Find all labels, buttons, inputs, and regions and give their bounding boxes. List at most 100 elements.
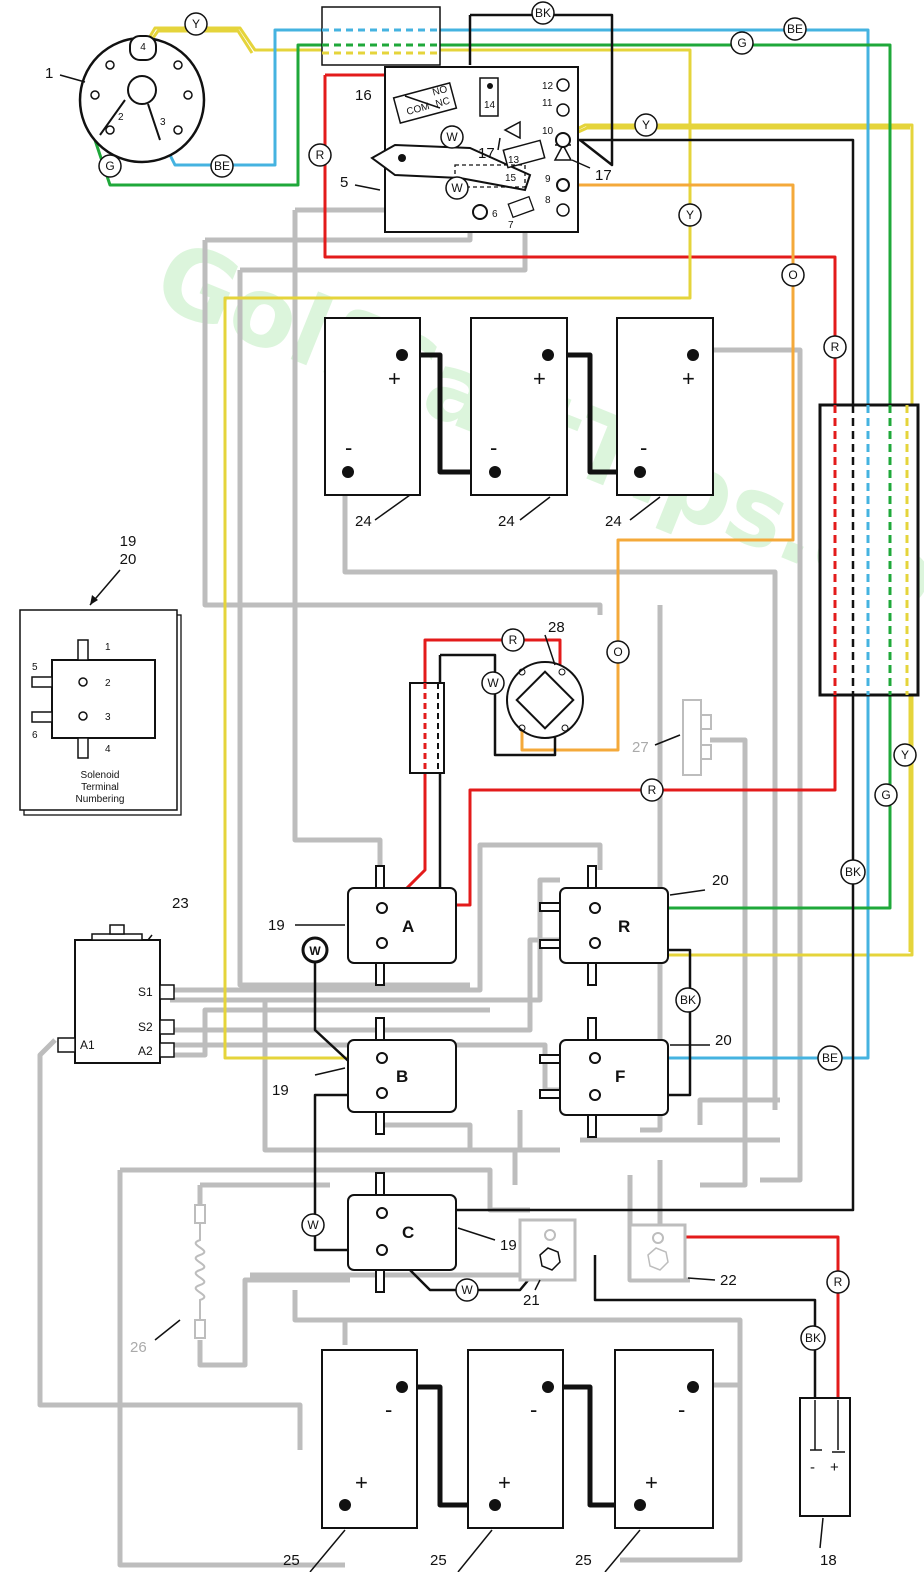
battery-posts xyxy=(339,349,699,1511)
svg-text:W: W xyxy=(487,676,499,690)
solenoid-c-label: C xyxy=(402,1223,414,1242)
callout-24a: 24 xyxy=(355,513,372,530)
callout-arrows xyxy=(59,74,824,1572)
terminal-7: 7 xyxy=(508,220,514,231)
key-switch-28 xyxy=(506,661,584,739)
callout-19c: 19 xyxy=(500,1237,517,1254)
charge-plug-18: - + xyxy=(799,1397,851,1517)
orange-wires xyxy=(520,183,795,752)
svg-text:Y: Y xyxy=(901,748,909,762)
switch-box: COM NO NC 14 13 15 12 11 10 9 8 6 7 xyxy=(370,66,579,233)
callout-16: 16 xyxy=(355,87,372,104)
top-connector xyxy=(321,6,441,66)
terminal-15: 15 xyxy=(505,173,517,184)
legend-term-4: 4 xyxy=(105,744,111,755)
svg-text:+: + xyxy=(533,366,546,391)
legend-card: 1 2 3 4 5 6 Solenoid Terminal Numbering xyxy=(19,609,182,816)
legend-term-3: 3 xyxy=(105,712,111,723)
svg-text:O: O xyxy=(613,645,622,659)
component-22 xyxy=(628,1223,687,1282)
svg-text:R: R xyxy=(509,633,518,647)
motor-a2: A2 xyxy=(138,1044,153,1058)
callout-19b: 19 xyxy=(272,1082,289,1099)
svg-text:BE: BE xyxy=(822,1051,838,1065)
terminal-10: 10 xyxy=(542,126,554,137)
callout-28: 28 xyxy=(548,619,565,636)
callout-25a: 25 xyxy=(283,1552,300,1569)
blue-wires xyxy=(163,28,870,1060)
svg-text:BK: BK xyxy=(805,1331,821,1345)
svg-text:Y: Y xyxy=(642,118,650,132)
svg-text:+: + xyxy=(388,366,401,391)
svg-text:-: - xyxy=(345,435,352,460)
legend-title-1: Solenoid xyxy=(81,770,120,781)
svg-text:R: R xyxy=(834,1275,843,1289)
svg-text:R: R xyxy=(831,340,840,354)
callout-27: 27 xyxy=(632,739,649,756)
callout-22: 22 xyxy=(720,1272,737,1289)
motor: S1 S2 A2 A1 xyxy=(57,924,175,1064)
terminal-6: 6 xyxy=(492,209,498,220)
svg-text:O: O xyxy=(788,268,797,282)
plug-plus: + xyxy=(830,1459,839,1476)
battery-signs: + - + - + - - + - + - + xyxy=(345,366,695,1495)
solenoid-f-label: F xyxy=(615,1067,625,1086)
svg-text:Y: Y xyxy=(192,17,200,31)
callout-17b: 17 xyxy=(595,167,612,184)
svg-text:-: - xyxy=(640,435,647,460)
svg-text:G: G xyxy=(881,788,890,802)
solenoid-b-label: B xyxy=(396,1067,408,1086)
callout-24c: 24 xyxy=(605,513,622,530)
ignition-pin-2: 2 xyxy=(118,112,124,123)
callout-21: 21 xyxy=(523,1292,540,1309)
legend-callout-20: 20 xyxy=(120,551,137,568)
callout-24b: 24 xyxy=(498,513,515,530)
solenoid-a-label: A xyxy=(402,917,414,936)
svg-text:-: - xyxy=(530,1397,537,1422)
callout-20b: 20 xyxy=(715,1032,732,1049)
wire-tags: Y BK BE G G BE R W W Y Y O R xyxy=(98,1,917,1351)
svg-text:-: - xyxy=(678,1397,685,1422)
callout-1: 1 xyxy=(45,65,53,82)
callout-19a: 19 xyxy=(268,917,285,934)
svg-text:G: G xyxy=(105,159,114,173)
callout-20a: 20 xyxy=(712,872,729,889)
switch-no: NO xyxy=(431,84,449,99)
solenoids xyxy=(347,865,669,1293)
component-27 xyxy=(682,699,712,776)
svg-text:BE: BE xyxy=(787,22,803,36)
svg-text:Y: Y xyxy=(686,208,694,222)
svg-text:+: + xyxy=(682,366,695,391)
solenoid-r-label: R xyxy=(618,917,630,936)
svg-text:W: W xyxy=(451,181,463,195)
legend-callout-19: 19 xyxy=(120,533,137,550)
svg-text:+: + xyxy=(498,1470,511,1495)
legend-term-1: 1 xyxy=(105,642,111,653)
motor-s1: S1 xyxy=(138,985,153,999)
ignition-switch: 4 2 3 xyxy=(78,35,206,164)
callout-25c: 25 xyxy=(575,1552,592,1569)
terminal-12: 12 xyxy=(542,81,554,92)
terminal-11: 11 xyxy=(542,98,553,109)
legend-term-6: 6 xyxy=(32,730,38,741)
legend-term-5: 5 xyxy=(32,662,38,673)
svg-text:W: W xyxy=(446,130,458,144)
svg-text:BE: BE xyxy=(214,159,230,173)
ignition-pin-3: 3 xyxy=(160,117,166,128)
svg-text:R: R xyxy=(648,783,657,797)
svg-text:-: - xyxy=(385,1397,392,1422)
legend-term-2: 2 xyxy=(105,678,111,689)
legend-title-2: Terminal xyxy=(81,782,119,793)
svg-text:+: + xyxy=(645,1470,658,1495)
green-wires xyxy=(93,43,892,910)
plug-minus: - xyxy=(810,1459,815,1476)
terminal-14: 14 xyxy=(484,100,496,111)
ignition-pin-4: 4 xyxy=(140,42,146,53)
component-21 xyxy=(518,1218,577,1282)
terminal-9: 9 xyxy=(545,174,551,185)
switch-nc: NC xyxy=(434,96,451,110)
callout-numbers: 1 5 16 17 17 24 24 24 28 19 19 19 20 20 … xyxy=(45,65,837,1569)
svg-text:+: + xyxy=(355,1470,368,1495)
inline-connector xyxy=(409,682,445,774)
